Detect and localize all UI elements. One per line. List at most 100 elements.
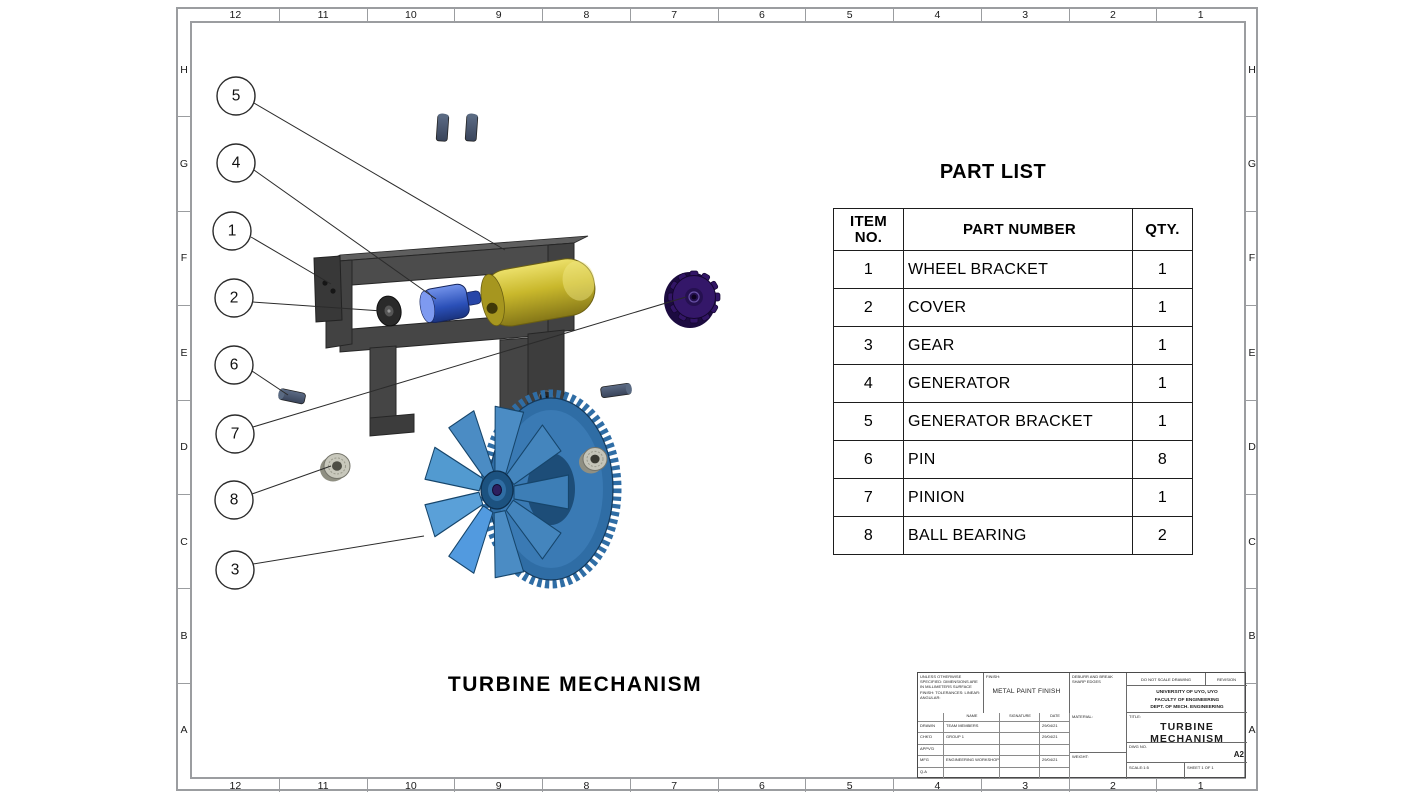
dwg-no-label: DWG NO. xyxy=(1129,744,1147,749)
part-list-header-qty: QTY. xyxy=(1132,208,1193,251)
balloon-6: 6 xyxy=(214,345,254,385)
part-list-cell-part: PINION xyxy=(903,478,1133,517)
tolerance-note: UNLESS OTHERWISE SPECIFIED: DIMENSIONS A… xyxy=(918,673,984,713)
organization-block: UNIVERSITY OF UYO, UYO FACULTY OF ENGINE… xyxy=(1127,686,1247,713)
sig-cell xyxy=(944,767,1000,779)
finish-label: FINISH: xyxy=(986,674,1001,679)
part-list-cell-qty: 1 xyxy=(1132,364,1193,403)
part-list-cell-part: WHEEL BRACKET xyxy=(903,250,1133,289)
scale-sheet-row: SCALE:1:5 SHEET 1 OF 1 xyxy=(1127,763,1247,779)
sig-cell: ENGINEERING WORKSHOP xyxy=(944,756,1000,768)
balloon-label: 1 xyxy=(228,223,237,240)
grid-row-label: D xyxy=(178,401,190,495)
sig-cell: DRAWN xyxy=(918,722,944,734)
grid-col-label: 3 xyxy=(982,779,1070,792)
grid-col-label: 10 xyxy=(368,8,456,21)
balloon-label: 6 xyxy=(230,357,239,374)
exploded-view-drawing: 5 4 1 2 6 7 8 3 xyxy=(212,76,721,590)
grid-col-label: 1 xyxy=(1197,8,1204,21)
grid-col-label: 6 xyxy=(719,8,807,21)
ball-bearing-right-graphic xyxy=(579,447,608,474)
grid-col-label: 12 xyxy=(192,8,280,21)
sig-cell: 29/04/21 xyxy=(1040,756,1070,768)
view-title: TURBINE MECHANISM xyxy=(447,673,703,696)
balloon-label: 5 xyxy=(232,88,241,105)
grid-row-label: H xyxy=(178,23,190,118)
part-list-header-row: ITEM NO. PART NUMBER QTY. xyxy=(833,208,1193,251)
pin-top-left-graphic xyxy=(435,113,450,142)
sig-cell xyxy=(1000,722,1040,734)
grid-row-label: F xyxy=(1246,212,1258,307)
grid-col-label: 7 xyxy=(631,8,719,21)
grid-row-label: C xyxy=(1246,495,1258,590)
grid-row-label: C xyxy=(178,495,190,590)
part-list-cell-item: 2 xyxy=(833,288,904,327)
balloon-8: 8 xyxy=(214,480,254,520)
drawing-title-line1: TURBINE xyxy=(1160,721,1214,733)
sig-cell xyxy=(1000,756,1040,768)
cover-graphic xyxy=(376,295,402,327)
grid-col-label: 2 xyxy=(1070,8,1158,21)
grid-col-label: 4 xyxy=(894,779,982,792)
dwg-no-cell: DWG NO. A2 xyxy=(1127,743,1247,763)
sig-cell: MFG xyxy=(918,756,944,768)
part-list-cell-qty: 1 xyxy=(1132,250,1193,289)
balloon-label: 7 xyxy=(231,426,240,443)
generator-bracket-graphic xyxy=(480,258,596,327)
sig-header xyxy=(918,713,944,722)
org-line2: FACULTY OF ENGINEERING xyxy=(1154,697,1220,703)
scale-label: SCALE:1:5 xyxy=(1127,763,1185,779)
grid-col-label: 1 xyxy=(1197,779,1204,792)
part-list-cell-part: BALL BEARING xyxy=(903,516,1133,555)
org-line3: DEPT. OF MECH. ENGINEERING xyxy=(1150,705,1224,711)
part-list-header-item: ITEM NO. xyxy=(833,208,904,251)
org-line1: UNIVERSITY OF UYO, UYO xyxy=(1156,690,1218,695)
grid-row-label: F xyxy=(178,212,190,307)
deburr-note: DEBURR AND BREAK SHARP EDGES xyxy=(1070,673,1127,713)
grid-col-label: 9 xyxy=(455,8,543,21)
balloon-1: 1 xyxy=(212,211,252,251)
part-list-cell-item: 4 xyxy=(833,364,904,403)
sig-cell: 29/04/21 xyxy=(1040,733,1070,745)
part-list-cell-item: 1 xyxy=(833,250,904,289)
grid-col-label: 6 xyxy=(719,779,807,792)
part-list-cell-part: COVER xyxy=(903,288,1133,327)
sig-cell: CHK'D xyxy=(918,733,944,745)
part-list-cell-part: PIN xyxy=(903,440,1133,479)
balloon-3: 3 xyxy=(215,550,255,590)
pin-right-graphic xyxy=(600,382,632,399)
part-list-cell-qty: 1 xyxy=(1132,478,1193,517)
balloon-label: 3 xyxy=(231,562,240,579)
drawing-title-line2: MECHANISM xyxy=(1150,733,1224,743)
part-list-cell-qty: 1 xyxy=(1132,402,1193,441)
sig-cell xyxy=(1000,767,1040,779)
pinion-graphic xyxy=(664,270,721,328)
part-list-cell-qty: 8 xyxy=(1132,440,1193,479)
revision-label: REVISION xyxy=(1206,673,1247,686)
balloon-4: 4 xyxy=(216,143,256,183)
ball-bearing-left-graphic xyxy=(320,453,351,482)
balloon-2: 2 xyxy=(214,278,254,318)
sheet-label: SHEET 1 OF 1 xyxy=(1187,765,1214,770)
balloon-5: 5 xyxy=(216,76,256,116)
do-not-scale-note: DO NOT SCALE DRAWING xyxy=(1127,673,1206,686)
balloon-label: 8 xyxy=(230,492,239,509)
sig-header: NAME xyxy=(944,713,1000,722)
grid-row-label: E xyxy=(178,306,190,401)
grid-col-label: 5 xyxy=(806,779,894,792)
grid-col-label: 10 xyxy=(368,779,456,792)
grid-row-label: B xyxy=(178,589,190,684)
grid-row-label: E xyxy=(1246,306,1258,401)
grid-col-label: 11 xyxy=(280,8,368,21)
grid-row-label: A xyxy=(180,724,188,737)
grid-col-label: 7 xyxy=(631,779,719,792)
sig-header: SIGNATURE xyxy=(1000,713,1040,722)
sheet-inner-frame xyxy=(190,21,1246,779)
